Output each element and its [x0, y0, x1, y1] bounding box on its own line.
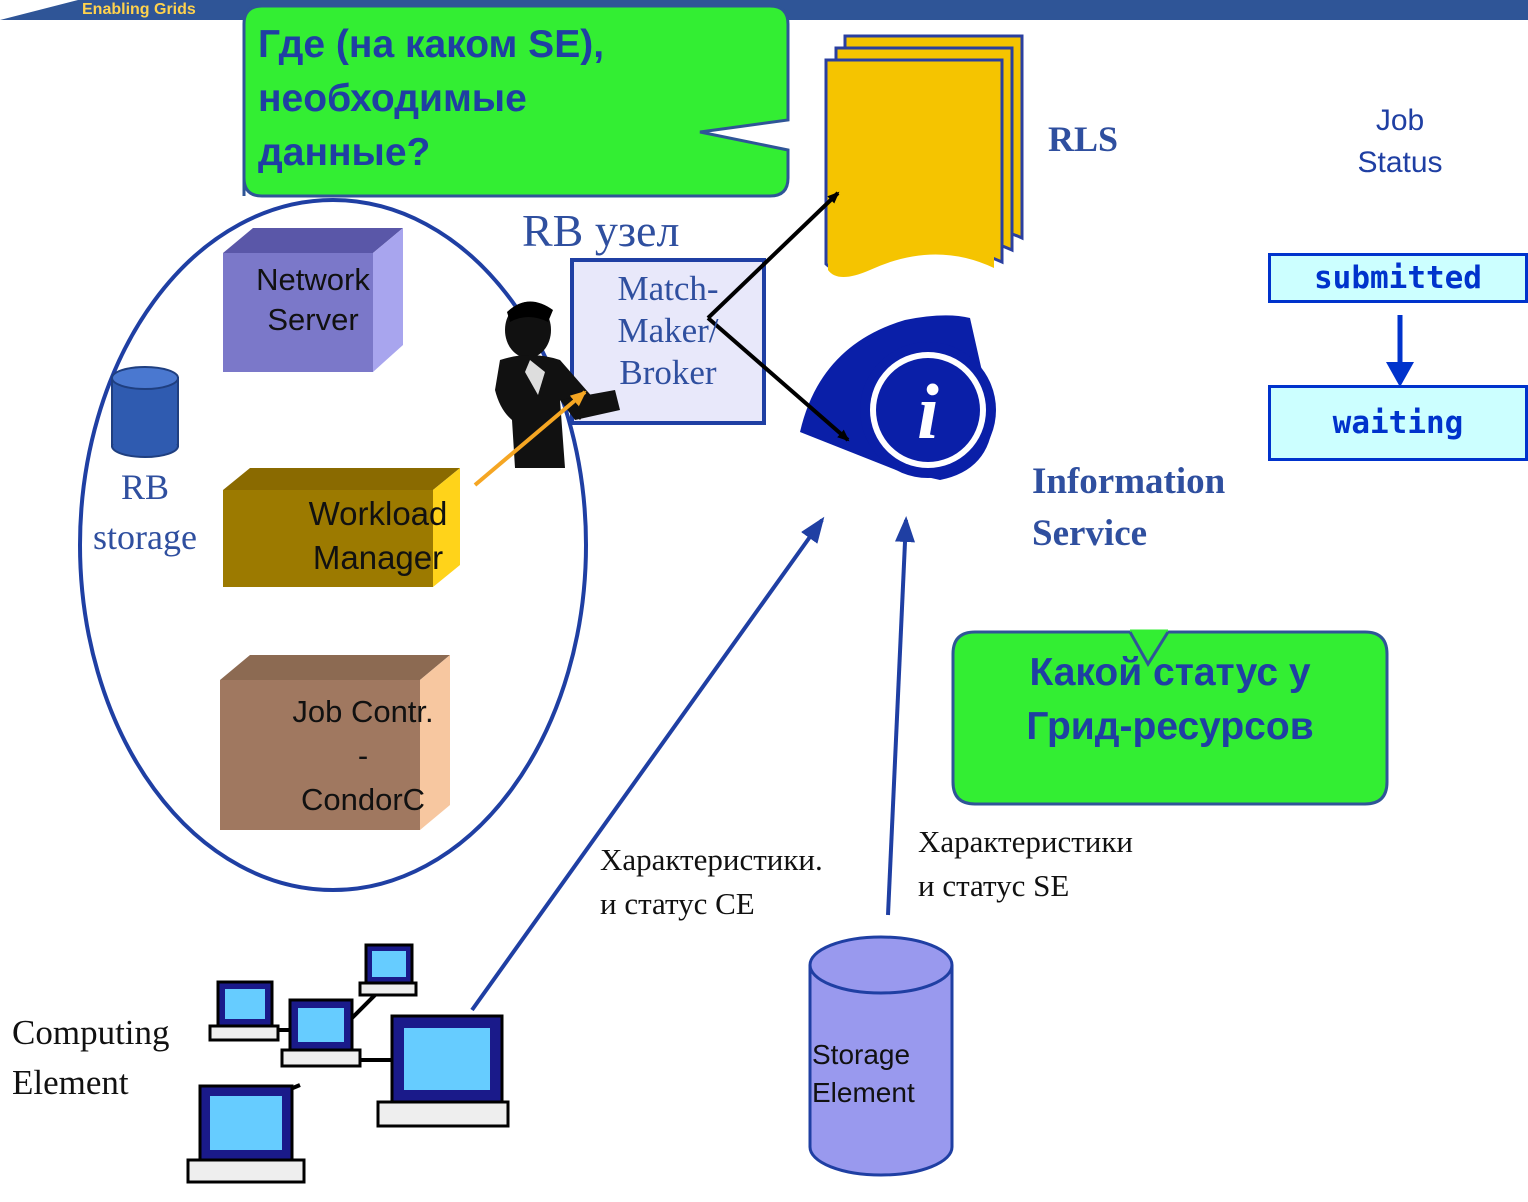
question-bubble-bottom — [951, 629, 1389, 806]
rb-node-label: RB узел — [522, 205, 680, 256]
rb-storage-label: RB storage — [70, 462, 220, 562]
status-submitted: submitted — [1268, 253, 1528, 303]
se-caption-line-1: Характеристики — [918, 824, 1134, 859]
storage-element-line-1: Storage — [812, 1039, 911, 1070]
rb-storage-line-2: storage — [93, 517, 197, 557]
information-icon: i — [800, 315, 996, 480]
arrow-se-to-information — [886, 516, 915, 916]
matchmaker-line-2: Maker/ — [617, 311, 719, 350]
job-controller-label: Job Contr. - CondorC — [268, 690, 458, 822]
question-bubble-top-text: Где (на каком SE), необходимые данные? — [258, 18, 604, 180]
question-bottom-line-1: Какой статус у — [1029, 651, 1311, 694]
computing-cluster-icon — [186, 943, 510, 1184]
status-waiting: waiting — [1268, 385, 1528, 461]
job-controller-line-2: - — [357, 738, 369, 773]
se-caption: Характеристики и статус SE — [918, 820, 1133, 908]
rls-label: RLS — [1048, 119, 1119, 159]
computing-element-line-2: Element — [12, 1063, 129, 1102]
question-top-line-1: Где (на каком SE), — [258, 23, 605, 66]
network-server-line-2: Server — [267, 302, 359, 337]
question-top-line-2: необходимые — [258, 77, 527, 120]
information-service-line-2: Service — [1032, 513, 1148, 554]
workload-manager-line-2: Manager — [312, 539, 444, 576]
job-controller-line-3: CondorC — [300, 782, 426, 817]
ce-caption-line-2: и статус CE — [600, 886, 755, 921]
job-status-title: Job Status — [1340, 100, 1460, 184]
storage-element-line-2: Element — [812, 1077, 915, 1108]
job-controller-box — [220, 655, 450, 830]
question-bubble-top — [242, 4, 790, 198]
job-status-title-line-2: Status — [1357, 146, 1443, 179]
job-status-title-line-1: Job — [1375, 104, 1425, 137]
network-server-line-1: Network — [256, 262, 370, 297]
arrow-to-information-service — [706, 316, 850, 442]
rb-node-ellipse — [78, 198, 588, 892]
matchmaker-line-1: Match- — [617, 269, 719, 308]
ce-caption-line-1: Характеристики. — [600, 842, 823, 877]
storage-element-label: Storage Element — [812, 1036, 915, 1112]
arrow-to-rls — [706, 191, 840, 320]
question-top-line-3: данные? — [258, 131, 431, 174]
information-service-line-1: Information — [1032, 461, 1226, 502]
question-bubble-bottom-text: Какой статус у Грид-ресурсов — [953, 646, 1387, 754]
job-controller-line-1: Job Contr. — [292, 694, 434, 729]
rb-storage-line-1: RB — [120, 467, 170, 507]
rb-storage-cylinder-icon — [111, 366, 179, 458]
se-caption-line-2: и статус SE — [918, 868, 1070, 903]
arrow-ce-to-information — [470, 516, 825, 1012]
question-bottom-line-2: Грид-ресурсов — [1026, 705, 1314, 748]
svg-text:i: i — [917, 368, 939, 455]
matchmaker-label: Match- Maker/ Broker — [575, 268, 761, 394]
network-server-label: Network Server — [223, 260, 403, 340]
rls-documents-icon — [824, 34, 1024, 277]
header-title: Enabling Grids — [82, 1, 196, 18]
matchmaker-line-3: Broker — [619, 353, 717, 392]
network-server-box — [223, 228, 403, 372]
workload-manager-label: Workload Manager — [283, 492, 473, 580]
broker-person-icon — [495, 301, 620, 468]
storage-cylinder-icon — [808, 935, 954, 1177]
status-transition-arrowhead — [1386, 362, 1414, 387]
ce-caption: Характеристики. и статус CE — [600, 838, 823, 926]
computing-element-line-1: Computing — [12, 1013, 170, 1052]
information-service-label: Information Service — [1032, 456, 1225, 560]
computing-element-label: Computing Element — [12, 1008, 170, 1108]
workload-manager-line-1: Workload — [308, 495, 448, 532]
workload-manager-box — [223, 468, 460, 587]
arrow-workload-to-broker — [473, 390, 587, 487]
